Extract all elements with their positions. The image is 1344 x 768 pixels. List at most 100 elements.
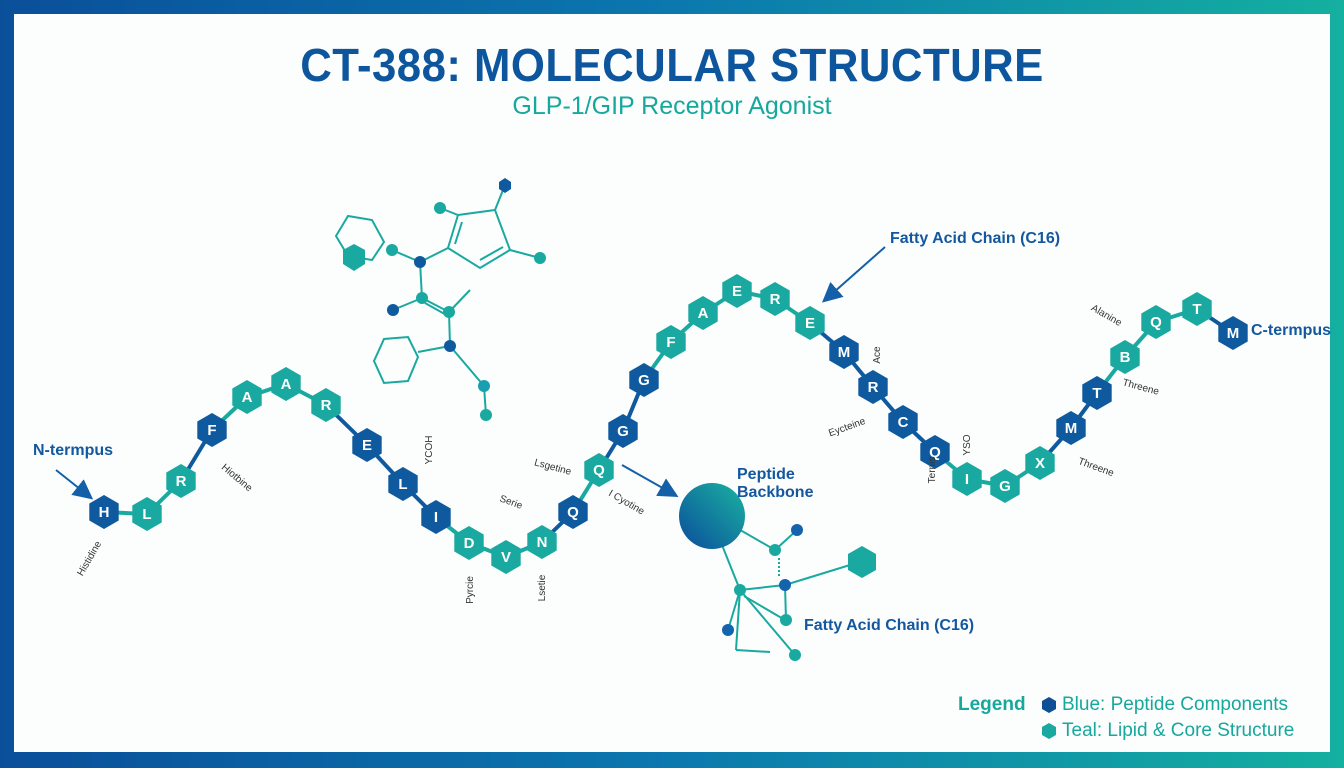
residue-c: C [888,405,918,439]
residue-q: Q [558,495,588,529]
residue-l: L [388,467,418,501]
residue-q: Q [920,435,950,469]
residue-hexagon [491,540,521,574]
residue-label: Threene [1076,456,1115,479]
residue-hexagon [1110,340,1140,374]
residue-letter: B [1120,349,1131,366]
residue-letter: R [770,291,781,308]
residue-hexagon [1182,292,1212,326]
residue-label: Lsgetine [533,457,573,478]
page-subtitle: GLP-1/GIP Receptor Agonist [512,92,832,120]
residue-hexagon [271,367,301,401]
residue-label: Eycteine [827,416,867,440]
residue-letter: T [1192,301,1201,318]
residue-label: Histidine [75,539,104,578]
residue-x: X [1025,446,1055,480]
residue-hexagon [920,435,950,469]
residue-hexagon [527,525,557,559]
legend-item-blue: Blue: Peptide Components [1042,694,1288,716]
residue-letter: R [176,473,187,490]
residue-hexagon [990,469,1020,503]
residue-letter: L [398,476,407,493]
peptide-backbone-label: Peptide Backbone [737,466,813,502]
residue-b: B [1110,340,1140,374]
side-chain-molecule [334,184,541,416]
peptide-backbone-sphere [679,483,745,549]
residue-label: YSO [962,434,973,455]
backbone-arrow [621,464,679,497]
residue-a: A [688,296,718,330]
legend-title: Legend [958,694,1026,715]
residue-letter: I [965,471,969,488]
residue-label: Pyrcie [465,576,476,604]
residue-letter: E [362,437,372,454]
residue-hexagon [858,370,888,404]
residue-n: N [527,525,557,559]
residue-hexagon [629,363,659,397]
residue-g: G [608,414,638,448]
residue-letter: L [142,506,151,523]
residue-l: L [132,497,162,531]
residue-t: T [1182,292,1212,326]
residue-hexagon [311,388,341,422]
residue-r: R [760,282,790,316]
residue-letter: F [207,422,216,439]
fatty-acid-label-top: Fatty Acid Chain (C16) [890,230,1061,247]
residue-hexagon [1025,446,1055,480]
residue-e: E [795,306,825,340]
residue-hexagon [829,335,859,369]
residue-letter: I [434,509,438,526]
residue-e: E [352,428,382,462]
legend-label: Blue: Peptide Components [1062,694,1289,715]
n-terminus-arrow [55,469,94,500]
residue-hexagon [888,405,918,439]
residue-g: G [629,363,659,397]
fatty-acid-arrow [822,246,886,303]
residue-letter: M [1227,325,1240,342]
residue-letter: E [805,315,815,332]
blue-hexagon-icon [1042,697,1056,713]
fatty-acid-label-bottom: Fatty Acid Chain (C16) [804,617,975,634]
residue-e: E [722,274,752,308]
residue-v: V [491,540,521,574]
residue-label: Lsetie [537,574,548,601]
residue-letter: A [281,376,292,393]
residue-hexagon [1141,305,1171,339]
residue-letter: H [99,504,110,521]
residue-hexagon [89,495,119,529]
residue-q: Q [584,453,614,487]
residue-letter: Q [567,504,579,521]
residue-hexagon [1056,411,1086,445]
diagram-panel [14,14,1330,752]
residue-hexagon [795,306,825,340]
residue-label: I Cyotine [606,488,646,517]
residue-letter: G [999,478,1011,495]
peptide-backbone-line1: Peptide [737,466,795,483]
legend-label: Teal: Lipid & Core Structure [1062,720,1295,741]
residue-hexagon [688,296,718,330]
residue-letter: R [321,397,332,414]
residue-f: F [197,413,227,447]
page-title: CT-388: MOLECULAR STRUCTURE [300,39,1044,91]
residue-letter: G [638,372,650,389]
residue-f: F [656,325,686,359]
residue-h: H [89,495,119,529]
residue-hexagon [166,464,196,498]
residue-label: Serie [498,493,524,511]
legend-item-teal: Teal: Lipid & Core Structure [1042,720,1294,742]
residue-letter: R [868,379,879,396]
residue-letter: A [242,389,253,406]
residue-letter: C [898,414,909,431]
residue-q: Q [1141,305,1171,339]
residue-m: M [829,335,859,369]
residue-hexagon [1218,316,1248,350]
peptide-backbone-line2: Backbone [737,484,814,501]
residue-r: R [166,464,196,498]
n-terminus-label: N-termpus [33,442,114,459]
residue-hexagon [421,500,451,534]
residue-letter: Q [593,462,605,479]
residue-label: Threene [1121,377,1160,397]
